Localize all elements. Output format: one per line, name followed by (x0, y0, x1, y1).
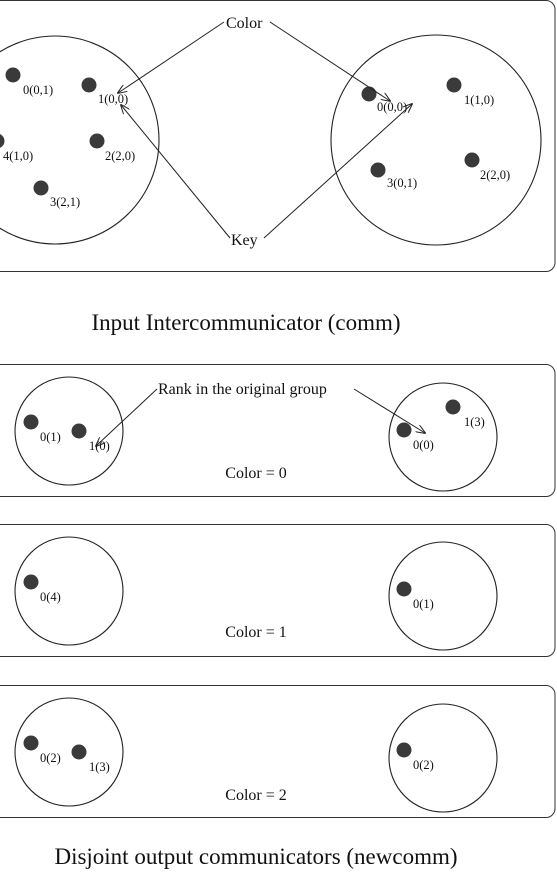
output-left-group-circle (14, 536, 124, 646)
color-label: Color = 1 (225, 624, 286, 641)
key-arrow-right (263, 104, 412, 239)
color-label: Color = 0 (225, 465, 286, 482)
input-left-node: 3(2,1) (33, 180, 80, 209)
node-label: 0(1) (40, 430, 61, 444)
output-node: 0(4) (23, 574, 61, 604)
input-left-group-circle (0, 35, 160, 245)
output-node: 0(0) (396, 422, 434, 452)
output-right-group-circle (388, 703, 498, 813)
key-arrow-left (121, 105, 231, 239)
input-left-node: 1(0,0) (81, 77, 128, 106)
node-label: 1(0) (89, 439, 110, 453)
output-node: 1(3) (445, 399, 485, 429)
output-node: 0(2) (396, 742, 434, 772)
node-label: 1(3) (89, 760, 110, 774)
input-panel-frame (0, 0, 556, 272)
input-panel: 0(0,1) 1(0,0) 4(1,0) 2(2,0) 3(2,1) 0(0,0… (0, 0, 556, 272)
callout-color: Color (226, 15, 263, 32)
output-node: 0(2) (23, 735, 61, 765)
input-caption: Input Intercommunicator (comm) (91, 310, 400, 335)
node-label: 2(2,0) (480, 168, 510, 182)
output-panel-frame (0, 524, 556, 657)
input-right-node: 0(0,0) (361, 86, 407, 114)
node-label: 0(0,1) (23, 83, 53, 97)
node-label: 2(2,0) (105, 149, 135, 163)
output-caption: Disjoint output communicators (newcomm) (54, 844, 457, 869)
output-right-group-circle (388, 382, 498, 492)
color-arrow-left (118, 21, 225, 93)
input-left-node: 4(1,0) (0, 134, 33, 163)
node-label: 4(1,0) (3, 149, 33, 163)
output-panel-frame (0, 364, 556, 497)
color-arrow-right (269, 21, 390, 101)
color-label: Color = 2 (225, 787, 286, 804)
input-right-group-circle (330, 34, 542, 246)
callout-rank: Rank in the original group (158, 381, 327, 398)
node-label: 0(2) (413, 758, 434, 772)
input-right-node: 2(2,0) (464, 152, 510, 182)
node-label: 1(1,0) (464, 93, 494, 107)
node-label: 0(0) (413, 438, 434, 452)
node-label: 1(0,0) (98, 92, 128, 106)
rank-arrow-left (96, 388, 158, 446)
output-right-group-circle (388, 541, 498, 651)
input-right-node: 3(0,1) (370, 162, 417, 190)
callout-key: Key (231, 232, 258, 249)
input-left-node: 2(2,0) (89, 133, 135, 163)
node-label: 0(1) (413, 597, 434, 611)
node-label: 0(2) (40, 751, 61, 765)
output-node: 0(1) (23, 414, 61, 444)
node-label: 1(3) (464, 415, 485, 429)
output-panel-frame (0, 685, 556, 818)
output-panel-color-0: 0(1) 1(0) 0(0) 1(3) Rank in the original… (0, 364, 556, 497)
output-panel-color-2: 0(2) 1(3) 0(2) Color = 2 (0, 685, 556, 818)
node-label: 0(4) (40, 590, 61, 604)
output-left-group-circle (14, 376, 124, 486)
output-left-group-circle (14, 697, 124, 807)
input-left-node: 0(0,1) (5, 67, 53, 97)
input-right-node: 1(1,0) (446, 77, 494, 107)
node-label: 3(2,1) (50, 195, 80, 209)
rank-arrow-right (353, 388, 425, 433)
output-node: 1(3) (71, 744, 110, 774)
node-label: 3(0,1) (387, 176, 417, 190)
output-node: 0(1) (396, 581, 434, 611)
node-label: 0(0,0) (377, 100, 407, 114)
output-panel-color-1: 0(4) 0(1) Color = 1 (0, 524, 556, 657)
